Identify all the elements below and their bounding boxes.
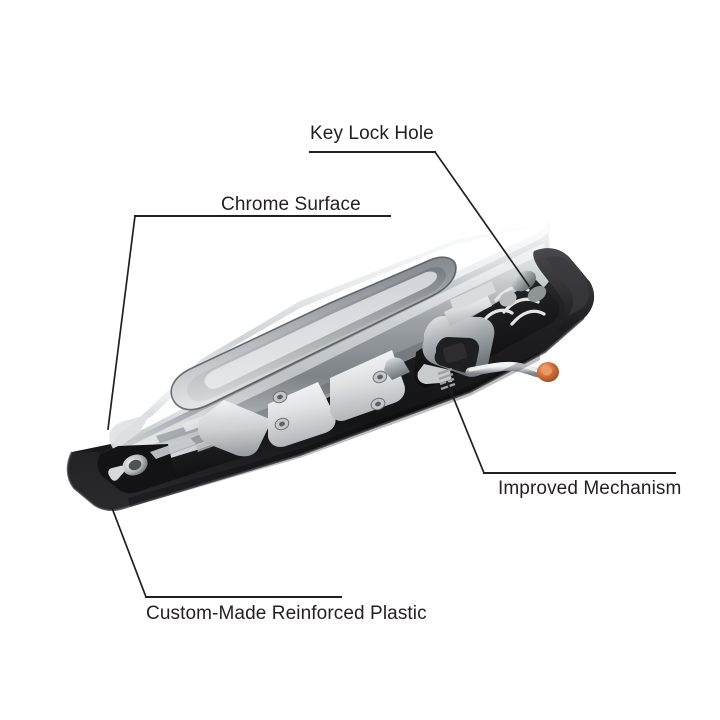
latch-mechanism (414, 248, 595, 391)
wiring-harness (465, 361, 559, 382)
callout-label-key-lock-hole: Key Lock Hole (310, 123, 434, 144)
grip-pocket (170, 256, 457, 411)
leader-chrome-surface (107, 214, 392, 430)
leader-key-lock-hole (308, 150, 531, 288)
fasteners (272, 370, 388, 431)
mounting-plates (198, 350, 410, 457)
base-shadow (128, 352, 540, 507)
callout-label-improved-mechanism: Improved Mechanism (498, 478, 682, 499)
leader-improved-mechanism (445, 380, 677, 475)
callout-label-custom-made-reinforced-plastic: Custom-Made Reinforced Plastic (146, 603, 427, 624)
key-cylinder-opening (97, 414, 228, 494)
callout-label-chrome-surface: Chrome Surface (221, 194, 361, 215)
leader-custom-plastic (110, 506, 343, 599)
